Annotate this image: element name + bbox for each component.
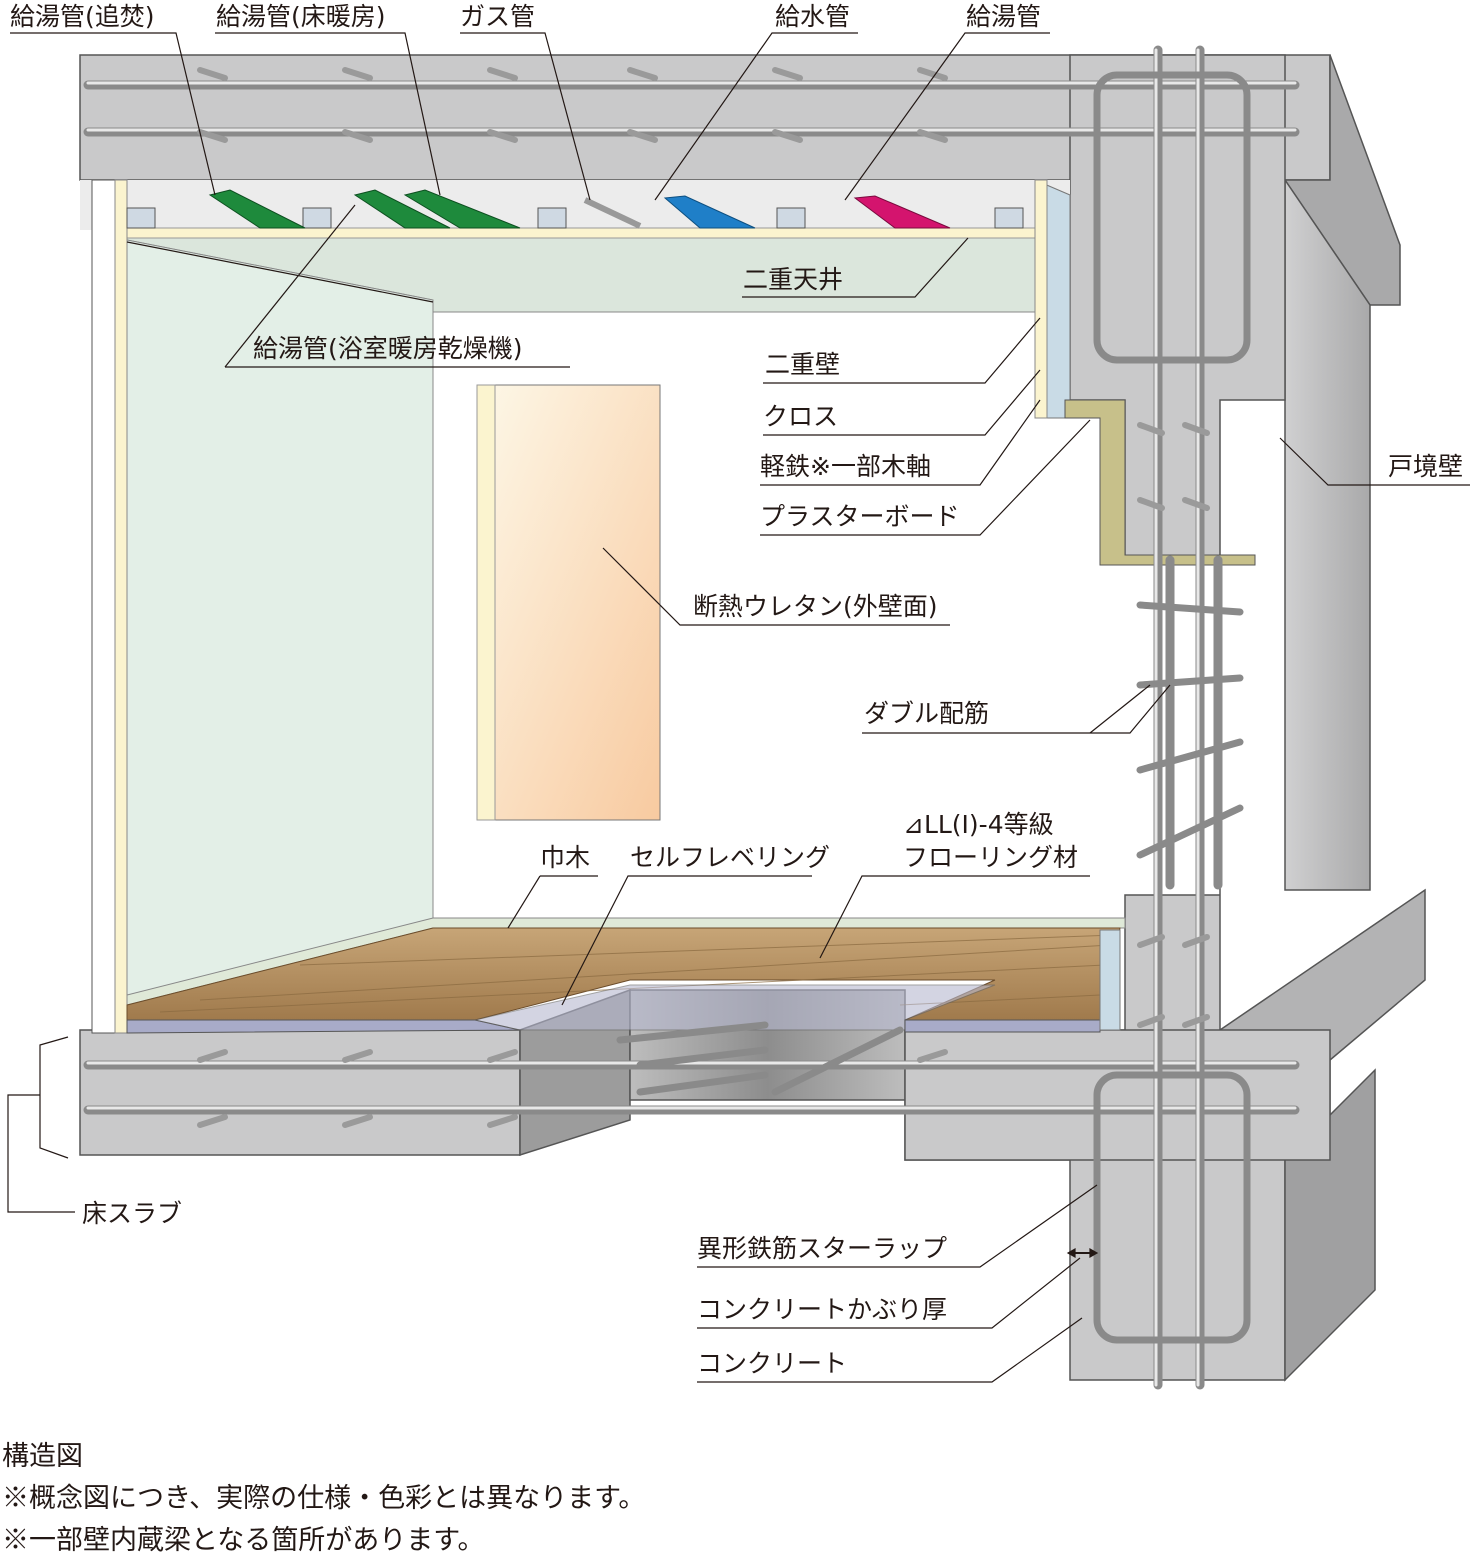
label-cloth: クロス [763,402,838,431]
party-wall [1284,177,1371,891]
label-plaster-board: プラスターボード [760,502,960,531]
window [476,384,661,821]
label-double-ceiling: 二重天井 [743,265,843,294]
leader-lines [7,32,1470,1383]
label-party-wall: 戸境壁 [1388,452,1463,481]
pipe-water [663,195,756,229]
pipe-hot-water [853,195,951,229]
insulation-panel [1064,399,1256,566]
caption-title: 構造図 [2,1441,83,1472]
label-hot-water-pipe: 給湯管 [966,2,1041,31]
floor-slab-left [79,1029,521,1156]
ceiling-studs [126,207,1024,229]
label-concrete: コンクリート [697,1349,847,1378]
label-water-pipe: 給水管 [775,2,850,31]
rebars [83,45,1300,1390]
label-baseboard: 巾木 [540,843,590,872]
label-hot-water-reheat: 給湯管(追焚) [10,2,155,31]
label-flooring-material: フローリング材 [903,843,1078,872]
left-wall-white [91,179,116,1034]
label-hot-water-bath-dryer: 給湯管(浴室暖房乾燥機) [253,334,523,363]
label-hot-water-floor-heating: 給湯管(床暖房) [216,2,386,31]
label-double-wall: 二重壁 [765,350,840,379]
caption-note-1: ※概念図につき、実際の仕様・色彩とは異なります。 [2,1483,646,1514]
pipe-reheat [208,189,306,229]
concrete-structure [79,54,1426,1382]
pipe-floor-heating-1 [353,189,451,229]
label-double-rebar: ダブル配筋 [864,699,989,728]
caption: 構造図 ※概念図につき、実際の仕様・色彩とは異なります。 ※一部壁内蔵梁となる箇… [2,1436,645,1562]
label-light-steel: 軽鉄※一部木軸 [760,452,931,481]
label-stirrup: 異形鉄筋スターラップ [697,1234,947,1263]
label-gas-pipe: ガス管 [460,2,535,31]
floor-slab-right [904,1029,1331,1161]
pipe-gas [583,197,642,229]
label-insulation: 断熱ウレタン(外壁面) [693,592,938,621]
caption-note-2: ※一部壁内蔵梁となる箇所があります。 [2,1525,485,1556]
interior [91,179,1256,1034]
pipe-floor-heating-2 [403,189,521,229]
pipes [208,189,951,229]
label-self-leveling: セルフレベリング [630,843,830,872]
labels: 給湯管(追焚) 給湯管(床暖房) ガス管 給水管 給湯管 二重天井 給湯管(浴室… [10,2,1463,1378]
left-wall-cream [114,179,128,1034]
label-concrete-cover: コンクリートかぶり厚 [697,1295,947,1324]
label-floor-slab: 床スラブ [82,1199,182,1228]
label-flooring-grade: ⊿LL(I)-4等級 [903,810,1054,839]
